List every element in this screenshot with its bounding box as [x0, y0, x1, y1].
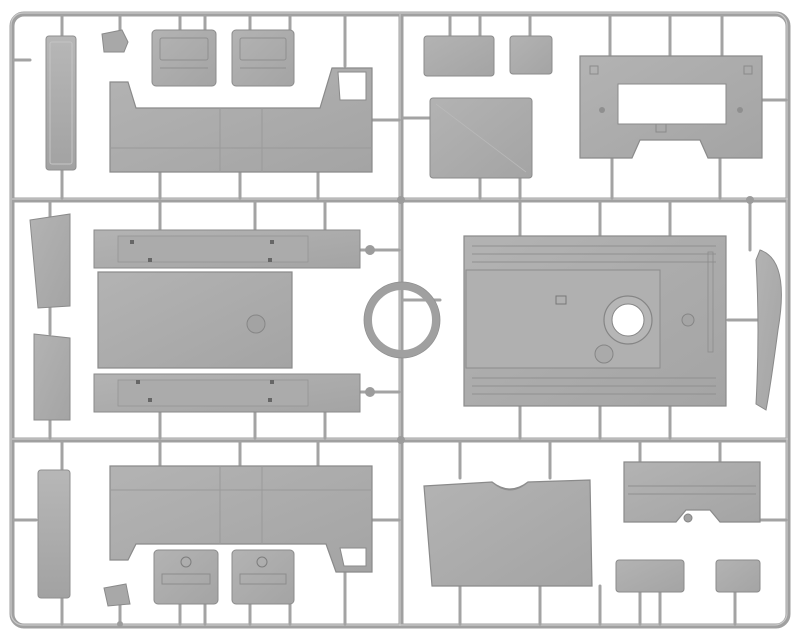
part-curved-cover	[423, 479, 593, 587]
part-hatch-bottom-right	[231, 549, 295, 605]
part-hatch-bottom-left	[153, 549, 219, 605]
part-frame-panel	[579, 55, 763, 159]
part-long-strip-bottom	[37, 469, 71, 599]
part-hatch-right	[231, 29, 295, 87]
part-small-panel-a	[423, 35, 495, 77]
part-small-panel-c	[615, 559, 685, 593]
part-curved-shield	[755, 249, 782, 411]
part-long-strip-top	[45, 35, 77, 171]
part-small-panel-d	[715, 559, 761, 593]
part-vent-panel	[623, 461, 761, 523]
part-ring	[363, 281, 441, 359]
part-small-tab-top	[101, 29, 129, 53]
part-small-panel-b	[509, 35, 553, 75]
part-fender-upper	[93, 229, 361, 269]
part-fender-lower	[93, 373, 361, 413]
part-side-plate-lower	[33, 333, 71, 421]
part-hatch-left	[151, 29, 217, 87]
part-side-plate-upper	[29, 213, 71, 309]
part-side-wall-bottom	[109, 465, 373, 573]
part-hull-deck	[463, 235, 727, 407]
part-square-plate	[429, 97, 533, 179]
part-side-wall-top	[109, 67, 373, 173]
part-floor-plate	[97, 271, 293, 369]
part-small-tab-bottom	[103, 583, 131, 607]
